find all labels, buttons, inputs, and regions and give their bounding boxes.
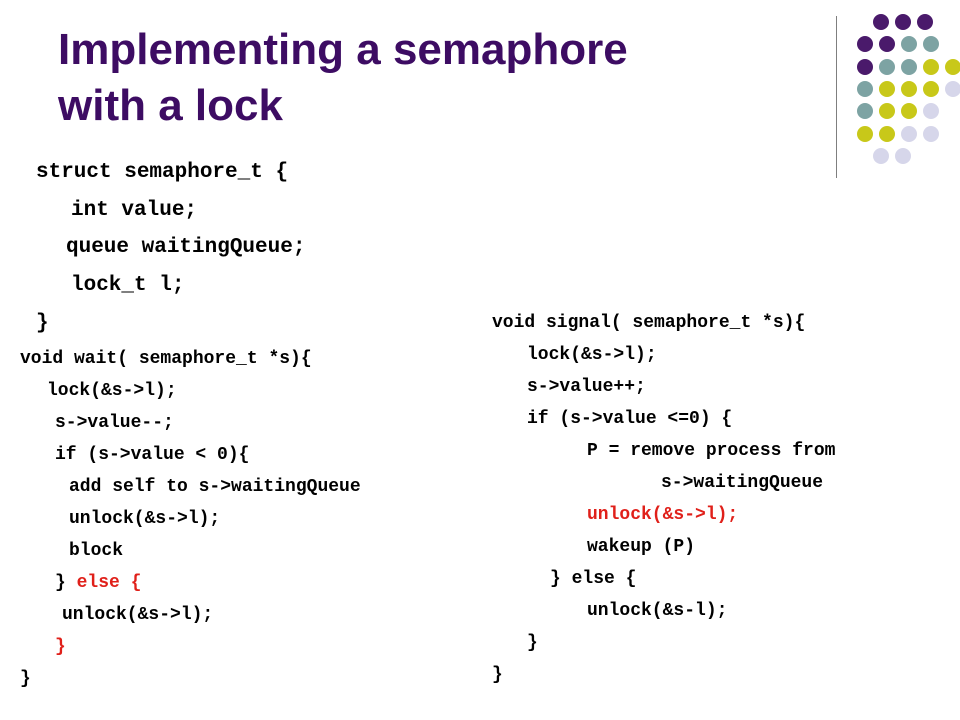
decor-dot xyxy=(895,14,911,30)
decor-dot xyxy=(923,36,939,53)
decor-dot xyxy=(879,80,895,97)
wait-line-4: if (s->value < 0){ xyxy=(55,445,250,465)
slide-title: Implementing a semaphore with a lock xyxy=(58,22,798,134)
slide-title-line-2: with a lock xyxy=(58,81,283,130)
struct-line-2: int value; xyxy=(71,199,198,222)
signal-line-4: if (s->value <=0) { xyxy=(527,409,733,429)
decor-dot xyxy=(879,36,895,53)
decor-dot xyxy=(901,80,917,97)
wait-line-2: lock(&s->l); xyxy=(47,381,177,401)
decor-dot xyxy=(879,58,895,75)
signal-line-7: unlock(&s->l); xyxy=(587,505,739,525)
decor-dot xyxy=(945,58,960,75)
decor-dot xyxy=(857,103,873,120)
wait-line-8: } else { xyxy=(55,573,141,593)
signal-line-3: s->value++; xyxy=(527,377,646,397)
signal-line-11: } xyxy=(527,633,538,653)
decor-dot xyxy=(923,80,939,97)
struct-definition-code: struct semaphore_t { int value; queue wa… xyxy=(0,0,305,335)
wait-function-code: void wait( semaphore_t *s){ lock(&s->l);… xyxy=(0,0,361,689)
wait-line-5: add self to s->waitingQueue xyxy=(69,477,361,497)
struct-line-1: struct semaphore_t { xyxy=(36,161,289,184)
signal-line-8: wakeup (P) xyxy=(587,537,696,557)
signal-line-2: lock(&s->l); xyxy=(527,345,657,365)
wait-else-keyword: else { xyxy=(76,573,142,593)
struct-line-3: queue waitingQueue; xyxy=(66,236,306,259)
decor-dot xyxy=(879,125,895,142)
decor-dot xyxy=(901,36,917,53)
signal-line-10: unlock(&s-l); xyxy=(587,601,728,621)
title-divider xyxy=(836,16,837,178)
decor-dot xyxy=(857,58,873,75)
decor-dot xyxy=(917,14,933,30)
decor-dot xyxy=(895,147,911,164)
wait-line-6: unlock(&s->l); xyxy=(69,509,221,529)
struct-line-4: lock_t l; xyxy=(71,274,185,297)
decor-dot xyxy=(857,36,873,53)
slide-title-line-1: Implementing a semaphore xyxy=(58,25,628,74)
decor-dot xyxy=(873,147,889,164)
decor-dot xyxy=(857,80,873,97)
decor-dot xyxy=(923,58,939,75)
signal-line-6: s->waitingQueue xyxy=(661,473,824,493)
decor-dot xyxy=(901,125,917,142)
wait-line-7: block xyxy=(69,541,124,561)
signal-line-12: } xyxy=(492,665,503,685)
decor-dot xyxy=(857,125,873,142)
wait-line-9: unlock(&s->l); xyxy=(62,605,214,625)
wait-line-10: } xyxy=(55,637,66,657)
signal-function-code: void signal( semaphore_t *s){ lock(&s->l… xyxy=(0,0,835,685)
decor-dot xyxy=(901,58,917,75)
signal-line-5: P = remove process from xyxy=(587,441,836,461)
decor-dot xyxy=(879,103,895,120)
decor-dot xyxy=(923,125,939,142)
wait-line-1: void wait( semaphore_t *s){ xyxy=(20,349,312,369)
struct-line-5: } xyxy=(36,312,49,335)
decor-dot xyxy=(873,14,889,30)
wait-line-3: s->value--; xyxy=(55,413,174,433)
signal-line-1: void signal( semaphore_t *s){ xyxy=(492,313,806,333)
wait-close-brace: } xyxy=(55,573,77,593)
wait-line-11: } xyxy=(20,669,31,689)
decor-dot xyxy=(901,103,917,120)
decor-dot xyxy=(923,103,939,120)
decor-dot xyxy=(945,80,960,97)
signal-line-9: } else { xyxy=(550,569,637,589)
